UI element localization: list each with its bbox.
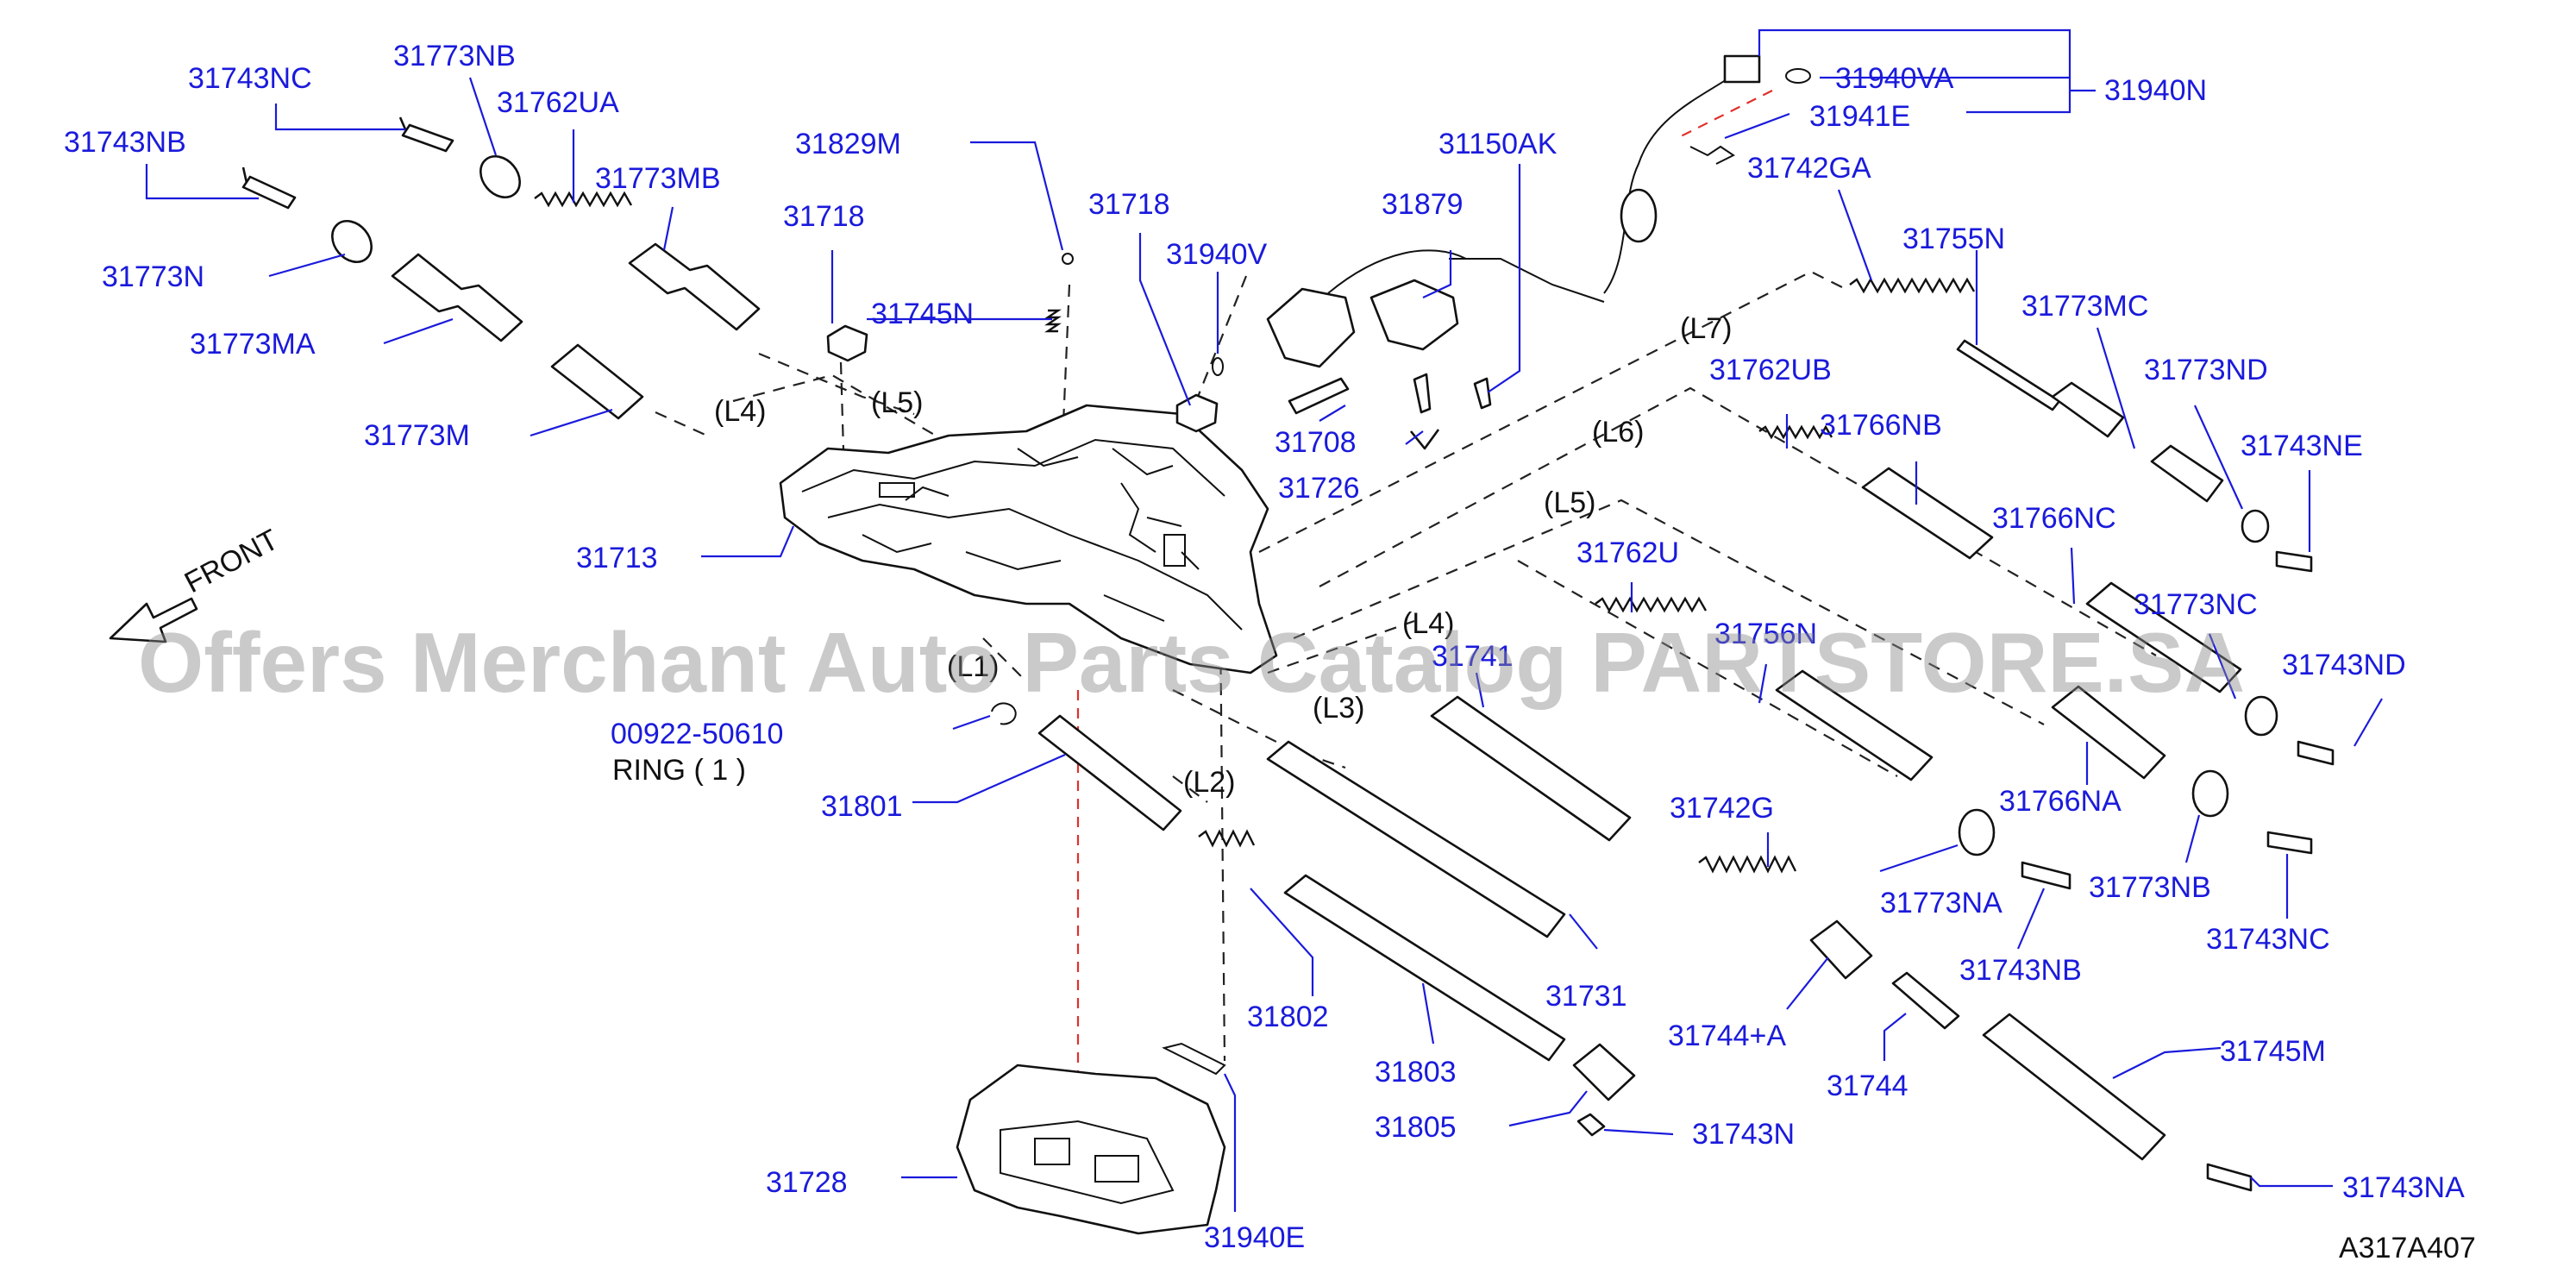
part-label-31879: 31879 <box>1382 188 1463 221</box>
spring-31742GA <box>1849 277 1976 294</box>
part-label-31805: 31805 <box>1375 1111 1457 1144</box>
part-label-31766NA: 31766NA <box>1999 785 2122 818</box>
spring-31802 <box>1198 829 1256 848</box>
spring-31745N <box>1044 309 1062 333</box>
part-label-31803: 31803 <box>1375 1056 1457 1089</box>
part-label-31743ND: 31743ND <box>2282 649 2406 681</box>
part-label-31150AK: 31150AK <box>1438 128 1558 160</box>
part-label-31766NC: 31766NC <box>1992 502 2116 535</box>
part-label-31762U: 31762U <box>1576 536 1679 569</box>
part-label-31742GA: 31742GA <box>1747 152 1871 185</box>
part-label-31743NC: 31743NC <box>2206 923 2330 956</box>
line-ref-L6: (L6) <box>1592 416 1644 449</box>
part-label-31940VA: 31940VA <box>1835 62 1954 95</box>
part-label-31744+A: 31744+A <box>1668 1020 1786 1052</box>
part-label-31773NB: 31773NB <box>393 40 516 72</box>
part-label-31773ND: 31773ND <box>2144 354 2268 386</box>
part-label-31940V: 31940V <box>1166 238 1268 271</box>
leader-lines <box>145 28 2383 1212</box>
part-label-31773N: 31773N <box>102 260 204 293</box>
part-label-31773NB: 31773NB <box>2089 871 2211 904</box>
part-label-31802: 31802 <box>1247 1001 1329 1033</box>
part-label-31708: 31708 <box>1275 426 1357 459</box>
spring-31742G <box>1698 855 1797 874</box>
part-label-31742G: 31742G <box>1670 792 1774 825</box>
separator-plate-31728 <box>956 1042 1226 1235</box>
part-label-31744: 31744 <box>1827 1070 1908 1102</box>
part-label-31756N: 31756N <box>1714 618 1817 650</box>
part-label-31773NC: 31773NC <box>2134 588 2258 621</box>
part-label-31762UB: 31762UB <box>1709 354 1832 386</box>
assembly-lines <box>655 270 2157 1087</box>
diagram-code: A317A407 <box>2339 1232 2476 1264</box>
line-ref-L5: (L5) <box>1544 486 1595 519</box>
ring-note: RING ( 1 ) <box>612 754 746 787</box>
part-label-31773M: 31773M <box>364 419 470 452</box>
spring-31762UB <box>1758 424 1833 440</box>
part-label-31773NA: 31773NA <box>1880 887 2003 919</box>
part-label-31773MB: 31773MB <box>595 162 721 195</box>
part-label-31743NB: 31743NB <box>1959 954 2082 987</box>
part-label-31773MA: 31773MA <box>190 328 316 361</box>
part-label-31755N: 31755N <box>1902 223 2005 255</box>
part-label-31713: 31713 <box>576 542 658 574</box>
valve-body-31713 <box>779 404 1278 675</box>
part-label-31731: 31731 <box>1545 980 1627 1013</box>
line-ref-L4: (L4) <box>1402 607 1454 640</box>
line-refs: (L4) (L5) (L7) (L6) (L5) (L4) (L3) (L2) … <box>714 312 1732 799</box>
part-label-31741: 31741 <box>1432 640 1514 673</box>
line-ref-L1: (L1) <box>947 650 999 683</box>
part-label-31762UA: 31762UA <box>497 86 619 119</box>
part-label-31743NA: 31743NA <box>2342 1171 2465 1204</box>
line-ref-L7: (L7) <box>1680 312 1732 345</box>
line-ref-L5: (L5) <box>871 386 923 419</box>
part-label-31743N: 31743N <box>1692 1118 1795 1151</box>
part-label-31718: 31718 <box>1088 188 1170 221</box>
part-label-31766NB: 31766NB <box>1820 409 1942 442</box>
part-label-31940E: 31940E <box>1204 1221 1305 1254</box>
part-label-31745M: 31745M <box>2220 1035 2326 1068</box>
part-label-31728: 31728 <box>766 1166 848 1199</box>
part-label-00922-50610: 00922-50610 <box>611 718 783 750</box>
front-label: FRONT <box>179 524 284 600</box>
spring-31762UA <box>534 191 633 208</box>
part-label-31743NE: 31743NE <box>2241 430 2363 462</box>
part-label-31743NC: 31743NC <box>188 62 312 95</box>
valves <box>241 54 2335 1192</box>
part-label-31743NB: 31743NB <box>64 126 186 159</box>
part-label-31745N: 31745N <box>871 298 974 330</box>
part-label-31940N: 31940N <box>2104 74 2207 107</box>
part-label-31726: 31726 <box>1278 472 1360 505</box>
part-label-31941E: 31941E <box>1809 100 1910 133</box>
part-label-31773MC: 31773MC <box>2021 290 2148 323</box>
part-label-31829M: 31829M <box>795 128 901 160</box>
part-label-31801: 31801 <box>821 790 903 823</box>
spring-31762U <box>1595 596 1708 613</box>
part-labels: 31743NC 31773NB 31762UA 31743NB 31773MB … <box>64 40 2465 1254</box>
line-ref-L2: (L2) <box>1183 766 1235 799</box>
part-label-31718: 31718 <box>783 200 865 233</box>
springs <box>534 191 1976 874</box>
line-ref-L3: (L3) <box>1313 692 1364 725</box>
line-ref-L4: (L4) <box>714 395 766 428</box>
watermark: Offers Merchant Auto Parts Catalog PARTS… <box>138 615 2245 710</box>
